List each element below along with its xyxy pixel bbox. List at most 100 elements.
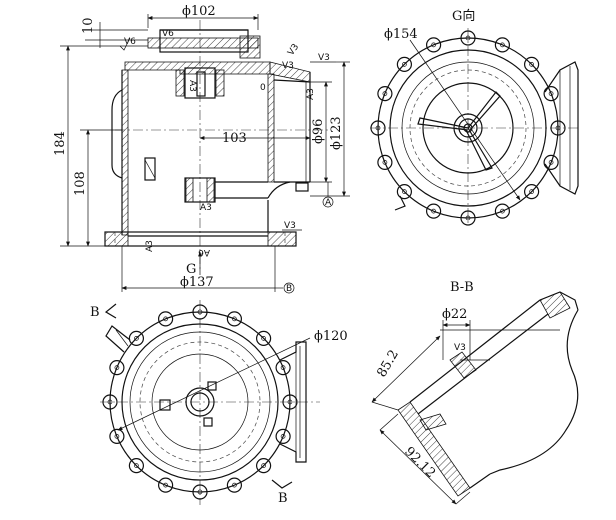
finish-v3-right: V3 <box>318 53 330 63</box>
flange-lobe <box>494 203 510 219</box>
flange-lobe <box>102 394 118 410</box>
flange-hole <box>382 91 388 96</box>
flange-lobe <box>226 477 242 493</box>
flange-lobe <box>128 458 144 474</box>
flange-hole <box>402 62 407 67</box>
flange-lobe <box>377 154 393 170</box>
flange-lobe <box>128 330 144 346</box>
flange-lobe <box>158 477 174 493</box>
flange-hole <box>163 316 168 322</box>
dim-10: 10 <box>81 17 96 34</box>
section-mark-bottom: B <box>278 491 288 506</box>
flange-hole <box>134 336 139 341</box>
finish-v3-rot: V3 <box>286 42 301 57</box>
g-view: G向 ϕ154 <box>370 8 580 226</box>
finish-v6-top: V6 <box>162 29 174 39</box>
flange-lobe <box>543 154 559 170</box>
flange-hole <box>107 399 113 405</box>
flange-lobe <box>192 304 208 320</box>
flange-hole <box>431 208 436 214</box>
flange-lobe <box>396 56 412 73</box>
section-title: B-B <box>450 280 474 295</box>
flange-lobe <box>523 56 540 73</box>
flange-lobe <box>543 85 559 102</box>
flange-hole <box>232 482 237 488</box>
flange-hole <box>114 434 120 439</box>
flange-lobe <box>275 360 291 376</box>
flange-lobe <box>377 85 393 102</box>
flange-lobe <box>426 37 442 53</box>
flange-hole <box>280 365 286 370</box>
finish-a3-bottom: A3 <box>145 240 155 252</box>
dim-108: 108 <box>73 171 88 196</box>
dim-dia-123: ϕ123 <box>329 116 344 150</box>
dim-dia-22: ϕ22 <box>442 307 467 322</box>
datum-b: B <box>286 284 292 294</box>
flange-hole <box>548 160 554 165</box>
front-section-view: ϕ102 10 V6 V6 V3 V3 V3 A3 A3 0 184 108 1… <box>53 4 350 294</box>
flange-hole <box>500 42 505 48</box>
flange-hole <box>197 309 203 315</box>
flange-hole <box>232 316 237 322</box>
finish-v3-top: V3 <box>282 61 294 71</box>
flange-lobe <box>460 210 476 226</box>
flange-hole <box>382 160 388 165</box>
flange-lobe <box>523 184 540 200</box>
dim-dia-154: ϕ154 <box>384 27 418 42</box>
finish-v6-left: V6 <box>124 37 136 47</box>
flange-lobe <box>256 330 272 346</box>
finish-a3-inner: A3 <box>200 203 212 213</box>
zero-mark: 0 <box>260 83 266 93</box>
flange-hole <box>465 215 471 221</box>
flange-hole <box>529 62 534 67</box>
dim-184: 184 <box>53 131 68 156</box>
dim-dia-137: ϕ137 <box>180 275 214 290</box>
dim-dia-120: ϕ120 <box>314 329 348 344</box>
dim-dia-96: ϕ96 <box>311 119 326 144</box>
g-view-title: G向 <box>452 8 475 24</box>
dim-dia-102: ϕ102 <box>182 4 216 19</box>
flange-lobe <box>282 394 298 410</box>
flange-hole <box>134 463 139 468</box>
flange-hole <box>375 125 381 131</box>
flange-lobe <box>226 311 242 327</box>
flange-lobe <box>256 458 272 474</box>
flange-hole <box>548 91 554 96</box>
flange-hole <box>465 35 471 41</box>
finish-a3-vert: A3 <box>187 80 197 92</box>
flange-hole <box>287 399 293 405</box>
finish-a6-bottom: A6 <box>198 247 210 257</box>
flange-lobe <box>109 360 125 376</box>
flange-hole <box>431 42 436 48</box>
flange-lobe <box>275 428 291 444</box>
dim-85-2: 85.2 <box>374 347 401 380</box>
flange-hole <box>163 482 168 488</box>
flange-hole <box>402 189 407 194</box>
plan-view: B ϕ120 B <box>90 300 348 506</box>
section-bb-view: B-B ϕ22 V3 85.2 92.12 <box>371 280 579 505</box>
flange-hole <box>114 365 120 370</box>
dim-103: 103 <box>222 131 247 146</box>
flange-hole <box>280 434 286 439</box>
flange-lobe <box>192 484 208 500</box>
flange-lobe <box>426 203 442 219</box>
finish-v3-section: V3 <box>454 343 466 353</box>
flange-hole <box>197 489 203 495</box>
view-arrow-g: G <box>186 262 196 277</box>
finish-v3-base: V3 <box>284 221 296 231</box>
flange-lobe <box>550 120 566 136</box>
flange-hole <box>500 208 505 214</box>
flange-hole <box>261 336 266 341</box>
flange-lobe <box>109 428 125 444</box>
flange-lobe <box>494 37 510 53</box>
finish-a3-side: A3 <box>306 88 316 100</box>
flange-lobe <box>158 311 174 327</box>
flange-lobe <box>460 30 476 46</box>
flange-hole <box>261 463 266 468</box>
datum-a: A <box>325 198 332 208</box>
flange-lobe <box>396 184 412 200</box>
section-mark-top: B <box>90 305 100 320</box>
flange-hole <box>529 189 534 194</box>
flange-lobe <box>370 120 386 136</box>
